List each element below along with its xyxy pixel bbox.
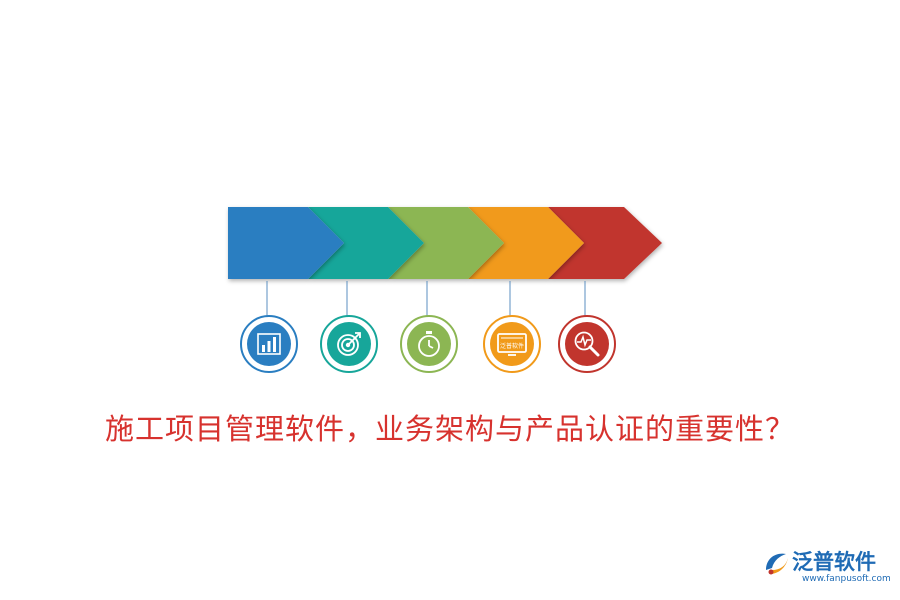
step-icon-4: 泛普软件: [483, 315, 541, 373]
chevron-segment-4: [468, 207, 584, 279]
step-icon-5: [558, 315, 616, 373]
brand-name: 泛普软件: [792, 550, 876, 574]
step-icon-2: [320, 315, 378, 373]
target-icon: [337, 332, 361, 356]
bar-chart-icon: [257, 333, 281, 355]
monitor-icon-text: 泛普软件: [500, 342, 524, 350]
chevron-segment-2: [308, 207, 424, 279]
brand-logo-icon: [766, 553, 788, 575]
step-icon-1: [240, 315, 298, 373]
chevron-segment-1: [228, 207, 344, 279]
page-title: 施工项目管理软件，业务架构与产品认证的重要性？: [104, 412, 795, 446]
magnifier-pulse-icon: [574, 331, 600, 357]
monitor-icon: 泛普软件: [497, 333, 527, 356]
chevron-segment-3: [388, 207, 504, 279]
step-icon-3: [400, 315, 458, 373]
chevron-segment-5: [548, 207, 662, 279]
brand-url: www.fanpusoft.com: [802, 574, 891, 584]
stopwatch-icon: [418, 331, 440, 357]
brand-logo: 泛普软件 www.fanpusoft.com: [762, 544, 892, 590]
